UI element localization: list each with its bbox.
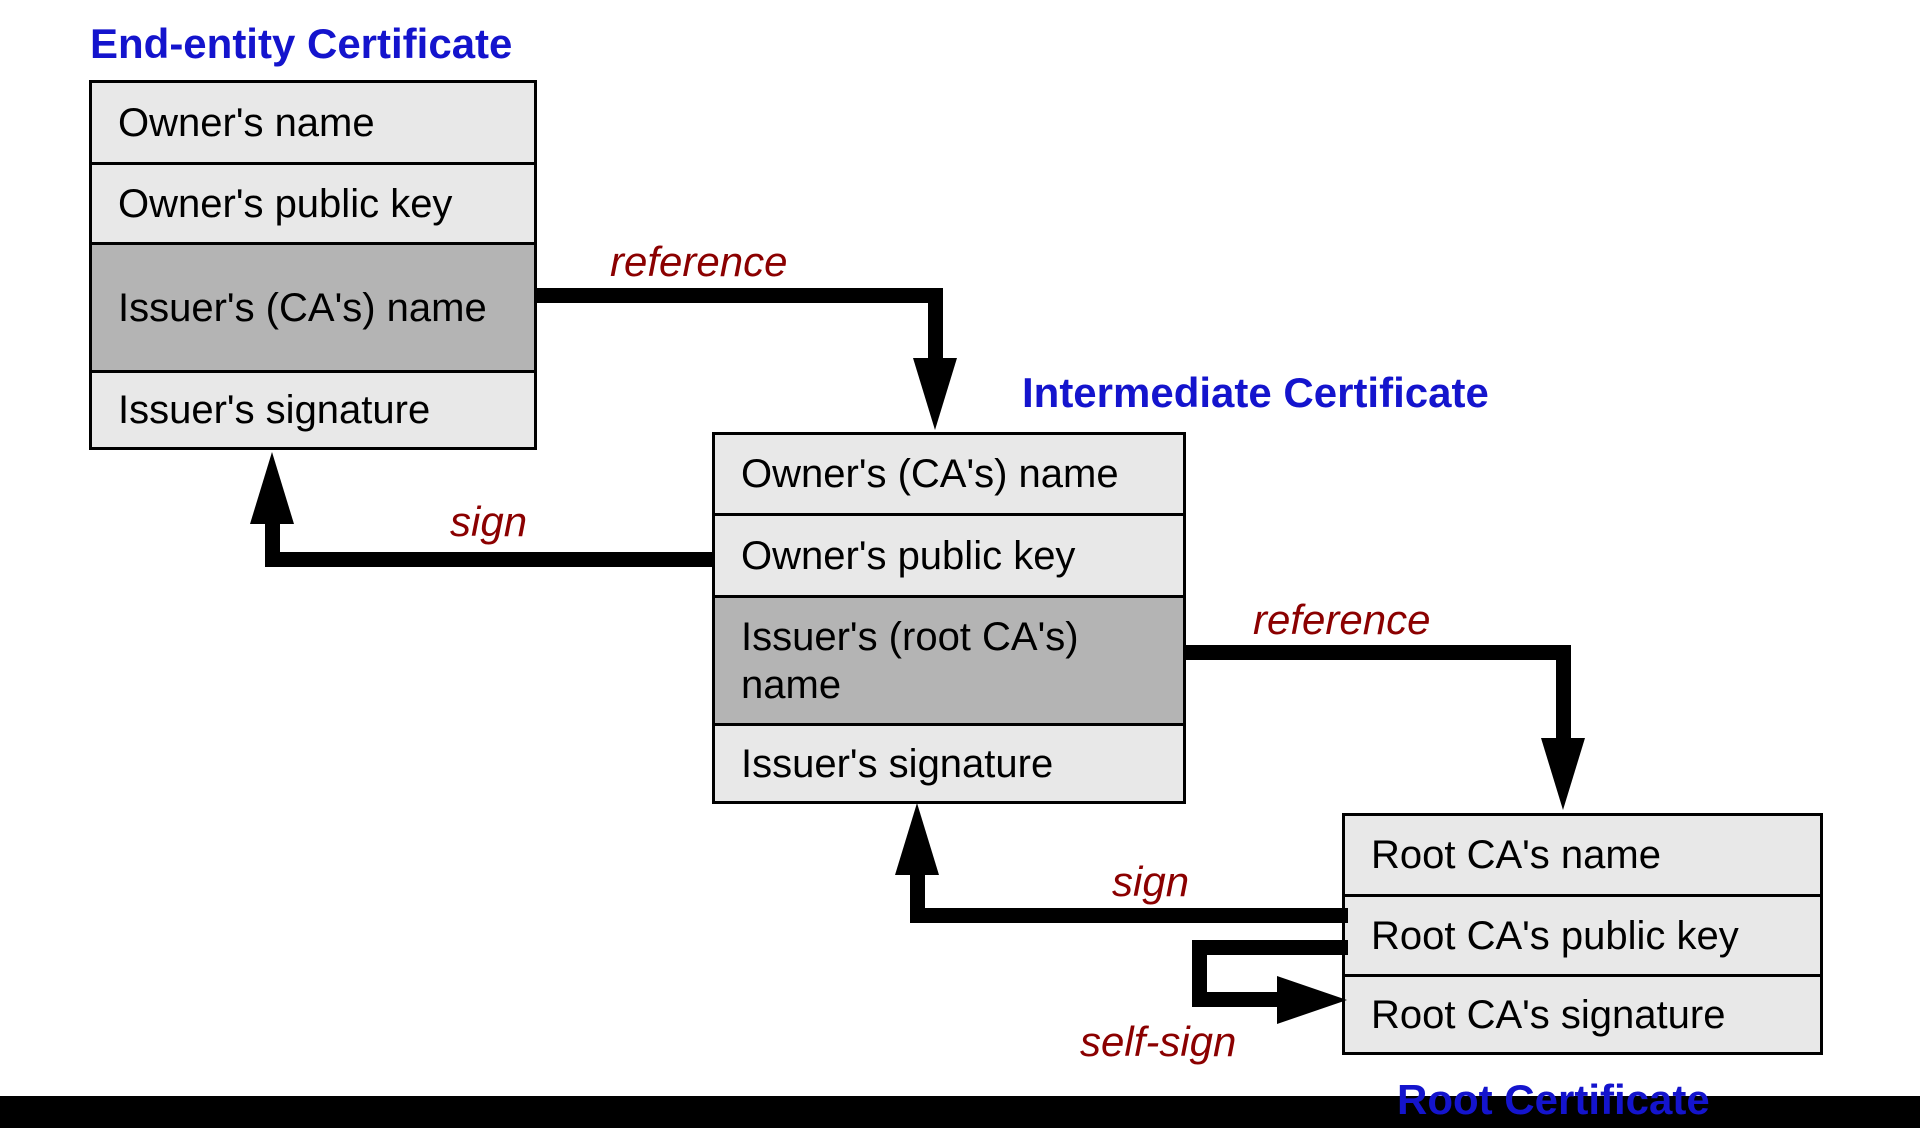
sign1-arrow-label: sign [450, 498, 528, 545]
intermediate-certificate-box: Owner's (CA's) name Owner's public key I… [712, 432, 1186, 804]
self-sign-arrow-vertical-segment [1192, 940, 1207, 1007]
sign1-arrowhead-up-icon [250, 452, 294, 524]
sign2-arrowhead-up-icon [895, 803, 939, 875]
sign1-arrow-horizontal-segment [265, 552, 712, 567]
reference1-arrowhead-down-icon [913, 358, 957, 430]
reference1-arrow-horizontal-segment [537, 288, 943, 303]
end-entity-certificate-box: Owner's name Owner's public key Issuer's… [89, 80, 537, 450]
intermediate-owner-public-key-row: Owner's public key [715, 513, 1183, 595]
end-entity-issuer-name-row: Issuer's (CA's) name [92, 242, 534, 370]
self-sign-arrowhead-right-icon [1277, 976, 1347, 1024]
reference2-arrow-label: reference [1253, 596, 1431, 643]
intermediate-certificate-title: Intermediate Certificate [1022, 369, 1489, 416]
reference2-arrow-vertical-segment [1556, 645, 1571, 740]
end-entity-issuer-signature-row: Issuer's signature [92, 370, 534, 447]
intermediate-issuer-signature-row: Issuer's signature [715, 723, 1183, 801]
reference1-arrow-label: reference [610, 238, 788, 285]
end-entity-certificate-title: End-entity Certificate [90, 20, 513, 67]
end-entity-owner-name-row: Owner's name [92, 83, 534, 162]
intermediate-owner-name-row: Owner's (CA's) name [715, 435, 1183, 513]
root-certificate-box: Root CA's name Root CA's public key Root… [1342, 813, 1823, 1055]
self-sign-arrow-bottom-segment [1192, 992, 1282, 1007]
intermediate-issuer-name-row: Issuer's (root CA's) name [715, 595, 1183, 723]
root-ca-public-key-row: Root CA's public key [1345, 894, 1820, 974]
self-sign-arrow-label: self-sign [1080, 1018, 1237, 1065]
sign2-arrow-label: sign [1112, 858, 1190, 905]
root-ca-signature-row: Root CA's signature [1345, 974, 1820, 1052]
reference2-arrowhead-down-icon [1541, 738, 1585, 810]
end-entity-owner-public-key-row: Owner's public key [92, 162, 534, 242]
sign2-arrow-vertical-segment [910, 875, 925, 923]
sign2-arrow-horizontal-segment [910, 908, 1348, 923]
bottom-letterbox-bar [0, 1096, 1920, 1128]
reference1-arrow-vertical-segment [928, 288, 943, 358]
root-ca-name-row: Root CA's name [1345, 816, 1820, 894]
sign1-arrow-vertical-segment [265, 522, 280, 567]
self-sign-arrow-top-segment [1192, 940, 1348, 955]
root-certificate-title: Root Certificate [1397, 1076, 1710, 1123]
reference2-arrow-horizontal-segment [1185, 645, 1571, 660]
